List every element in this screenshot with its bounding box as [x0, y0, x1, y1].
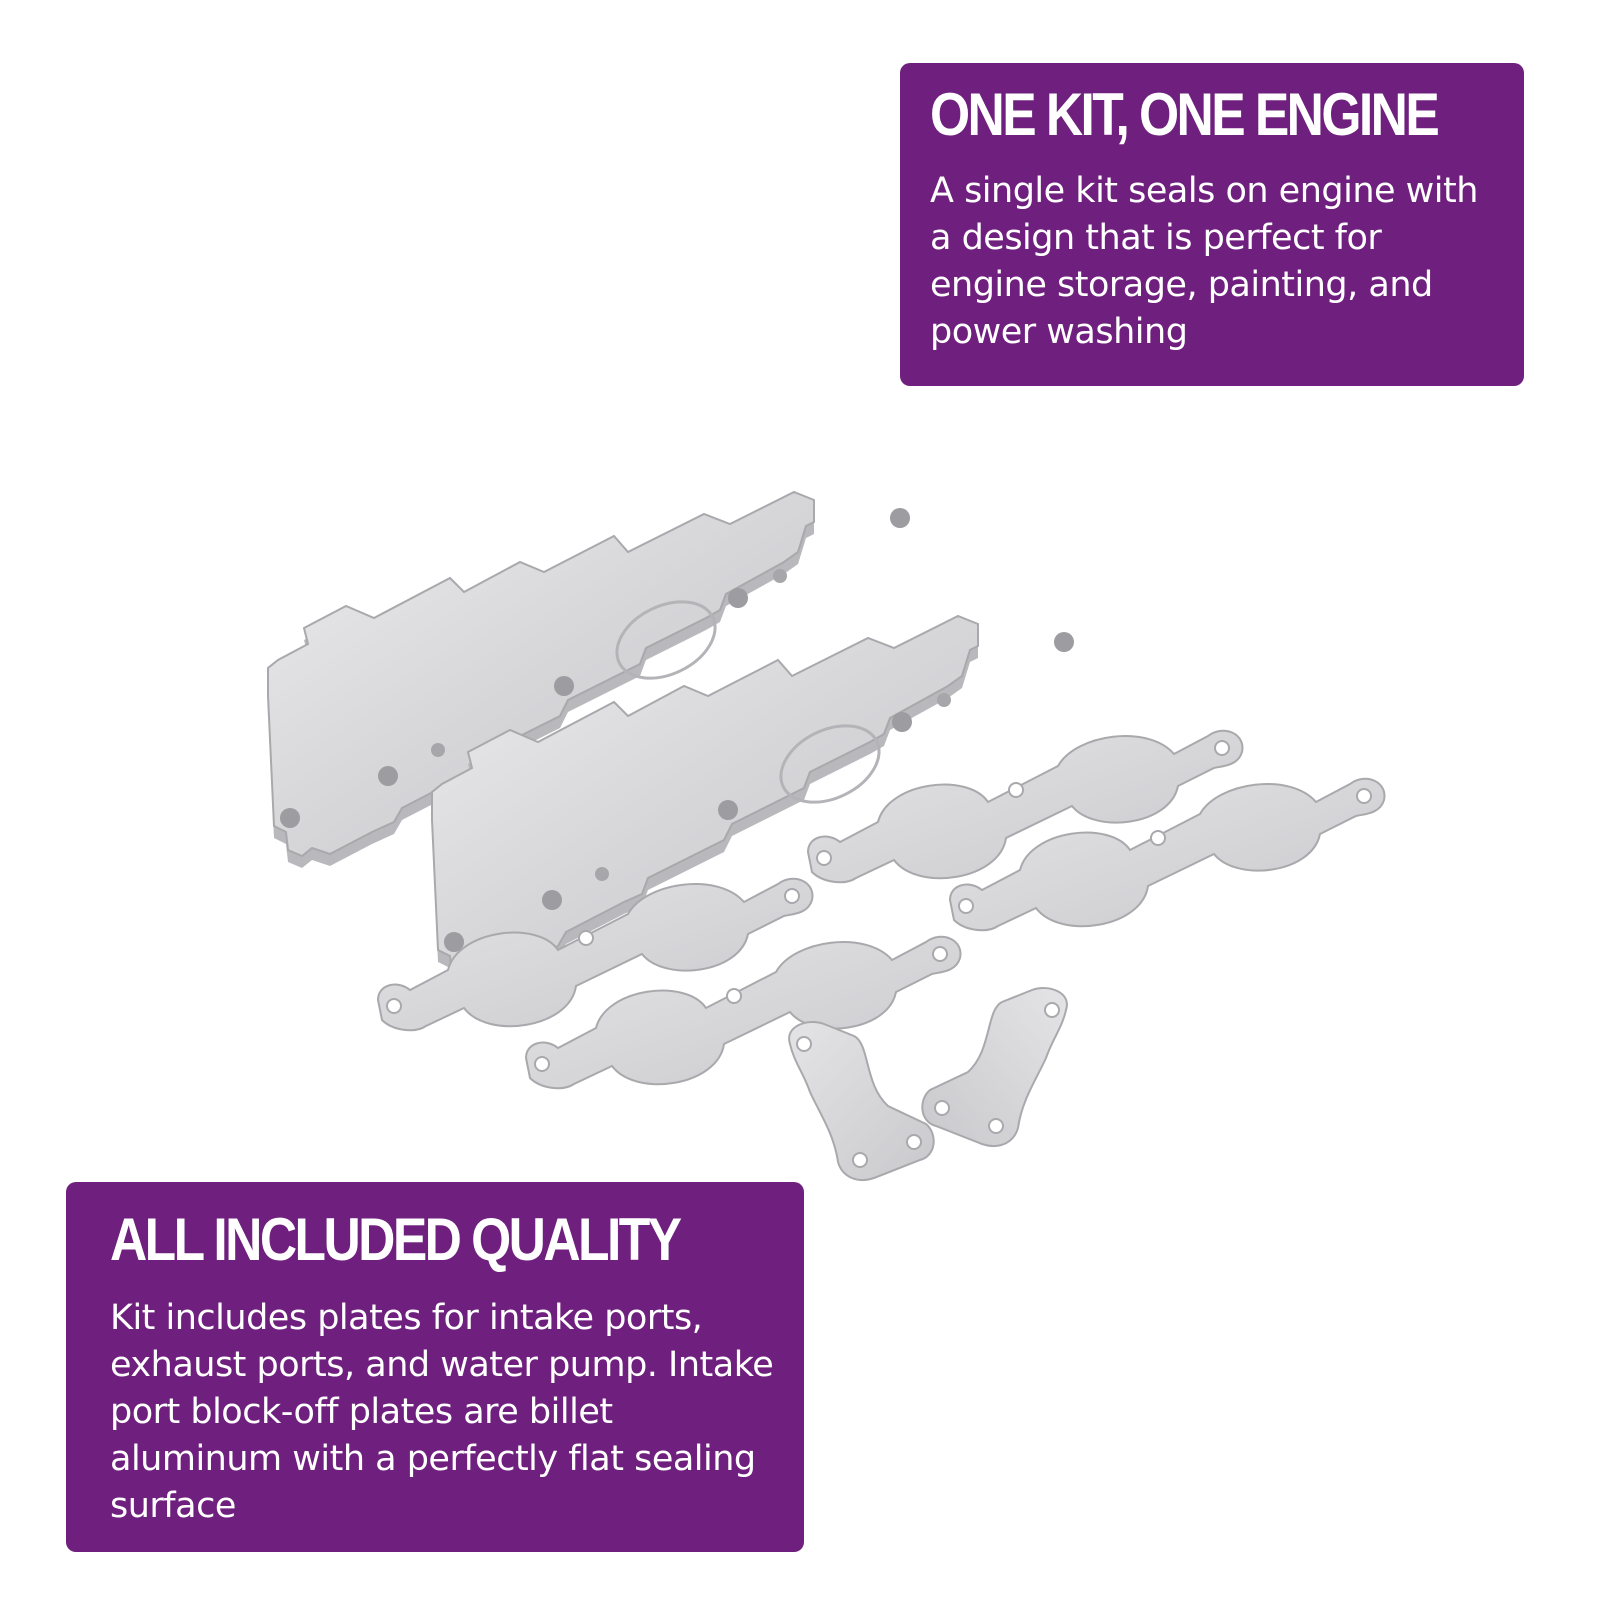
callout-one-kit: ONE KIT, ONE ENGINE A single kit seals o…	[900, 63, 1524, 386]
callout-all-included: ALL INCLUDED QUALITY Kit includes plates…	[66, 1182, 804, 1552]
water-pump-plate	[921, 987, 1068, 1148]
callout-heading: ONE KIT, ONE ENGINE	[930, 81, 1440, 148]
callout-body: Kit includes plates for intake ports, ex…	[110, 1298, 774, 1526]
callout-heading: ALL INCLUDED QUALITY	[110, 1206, 682, 1273]
callout-body: A single kit seals on engine with a desi…	[930, 171, 1478, 352]
water-pump-plate	[788, 1021, 935, 1182]
